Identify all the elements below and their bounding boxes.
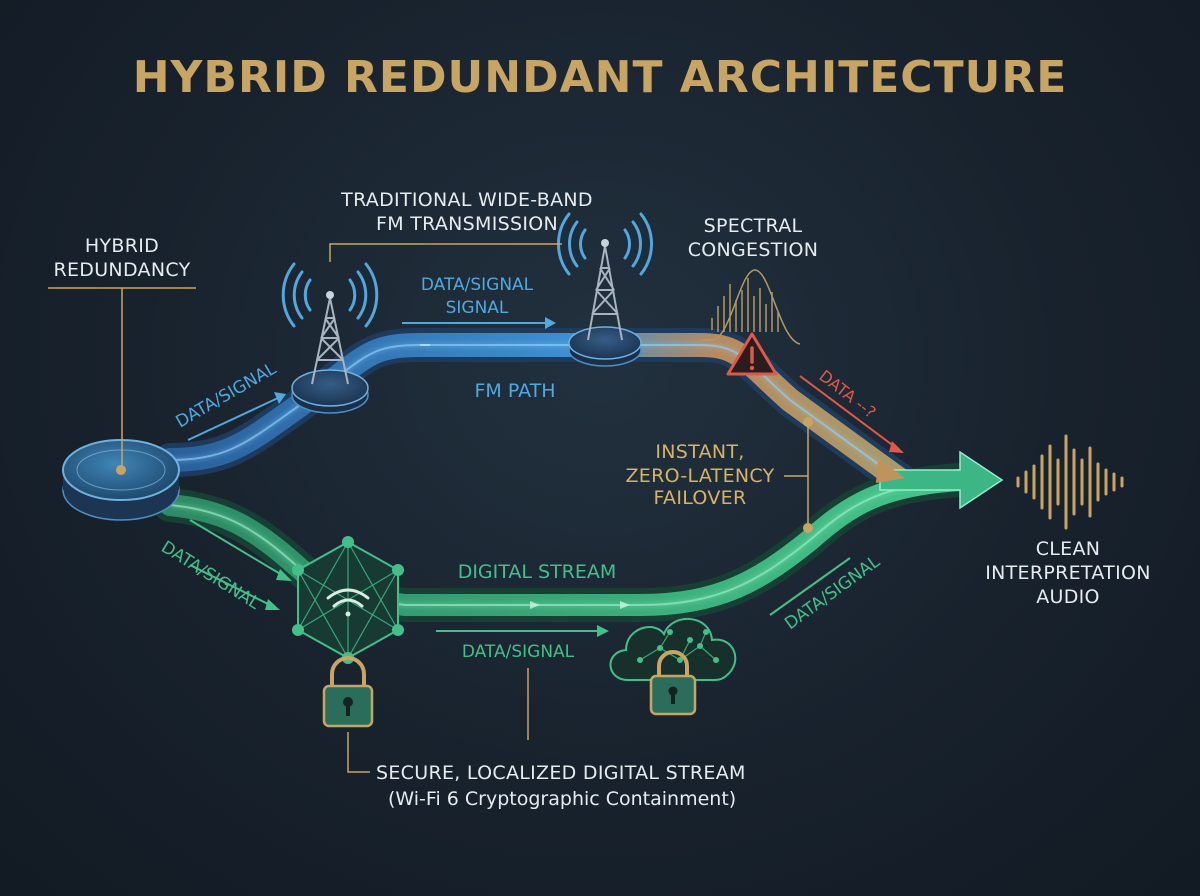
svg-text:DATA/SIGNAL: DATA/SIGNAL [462, 642, 575, 662]
svg-text:TRADITIONAL WIDE-BAND: TRADITIONAL WIDE-BAND [340, 189, 593, 211]
clean-audio-label: CLEAN INTERPRETATION AUDIO [985, 538, 1151, 608]
warning-icon [726, 332, 778, 376]
failover-label: INSTANT, ZERO-LATENCY FAILOVER [625, 417, 813, 533]
svg-text:INTERPRETATION: INTERPRETATION [985, 562, 1151, 584]
spectrum-icon [700, 269, 801, 345]
fm-transmission-label: TRADITIONAL WIDE-BAND FM TRANSMISSION [329, 189, 593, 262]
secure-stream-label: SECURE, LOCALIZED DIGITAL STREAM (Wi-Fi … [347, 668, 746, 810]
audio-waveform-icon [1016, 434, 1124, 530]
svg-text:SIGNAL: SIGNAL [446, 298, 509, 318]
svg-text:HYBRID: HYBRID [85, 235, 159, 257]
padlock-icon [322, 656, 374, 728]
digital-flow-chevrons [530, 601, 630, 609]
fm-signal-label: DATA/SIGNAL SIGNAL [402, 275, 556, 329]
digital-signal-label: DATA/SIGNAL [436, 625, 609, 662]
svg-text:DATA/SIGNAL: DATA/SIGNAL [421, 275, 534, 295]
source-hub [62, 439, 180, 521]
padlock-icon [649, 650, 697, 716]
fm-path-band [153, 328, 917, 497]
wifi-icon [326, 588, 370, 617]
cloud-icon [609, 618, 737, 681]
svg-text:INSTANT,: INSTANT, [655, 441, 744, 463]
svg-text:(Wi-Fi 6 Cryptographic Contain: (Wi-Fi 6 Cryptographic Containment) [388, 788, 736, 810]
page-title: HYBRID REDUNDANT ARCHITECTURE [133, 52, 1068, 103]
svg-text:AUDIO: AUDIO [1036, 586, 1100, 608]
hybrid-redundancy-label: HYBRID REDUNDANCY [48, 235, 196, 468]
transmission-tower-icon [556, 212, 654, 367]
svg-text:CONGESTION: CONGESTION [688, 239, 819, 261]
svg-text:SECURE, LOCALIZED DIGITAL STRE: SECURE, LOCALIZED DIGITAL STREAM [376, 762, 746, 784]
svg-text:ZERO-LATENCY: ZERO-LATENCY [625, 465, 774, 487]
svg-text:SPECTRAL: SPECTRAL [704, 215, 803, 237]
svg-text:FM TRANSMISSION: FM TRANSMISSION [376, 213, 558, 235]
transmission-tower-icon [281, 262, 379, 414]
svg-text:REDUNDANCY: REDUNDANCY [53, 259, 190, 281]
svg-text:CLEAN: CLEAN [1036, 538, 1101, 560]
digital-stream-band [153, 463, 977, 622]
output-arrow [879, 450, 1004, 510]
fm-path-label: FM PATH [474, 380, 555, 402]
spectral-congestion-label: SPECTRAL CONGESTION [688, 215, 819, 261]
fm-merge-arrowhead [876, 458, 905, 483]
digital-stream-label: DIGITAL STREAM [458, 561, 617, 583]
svg-text:FAILOVER: FAILOVER [654, 487, 747, 509]
